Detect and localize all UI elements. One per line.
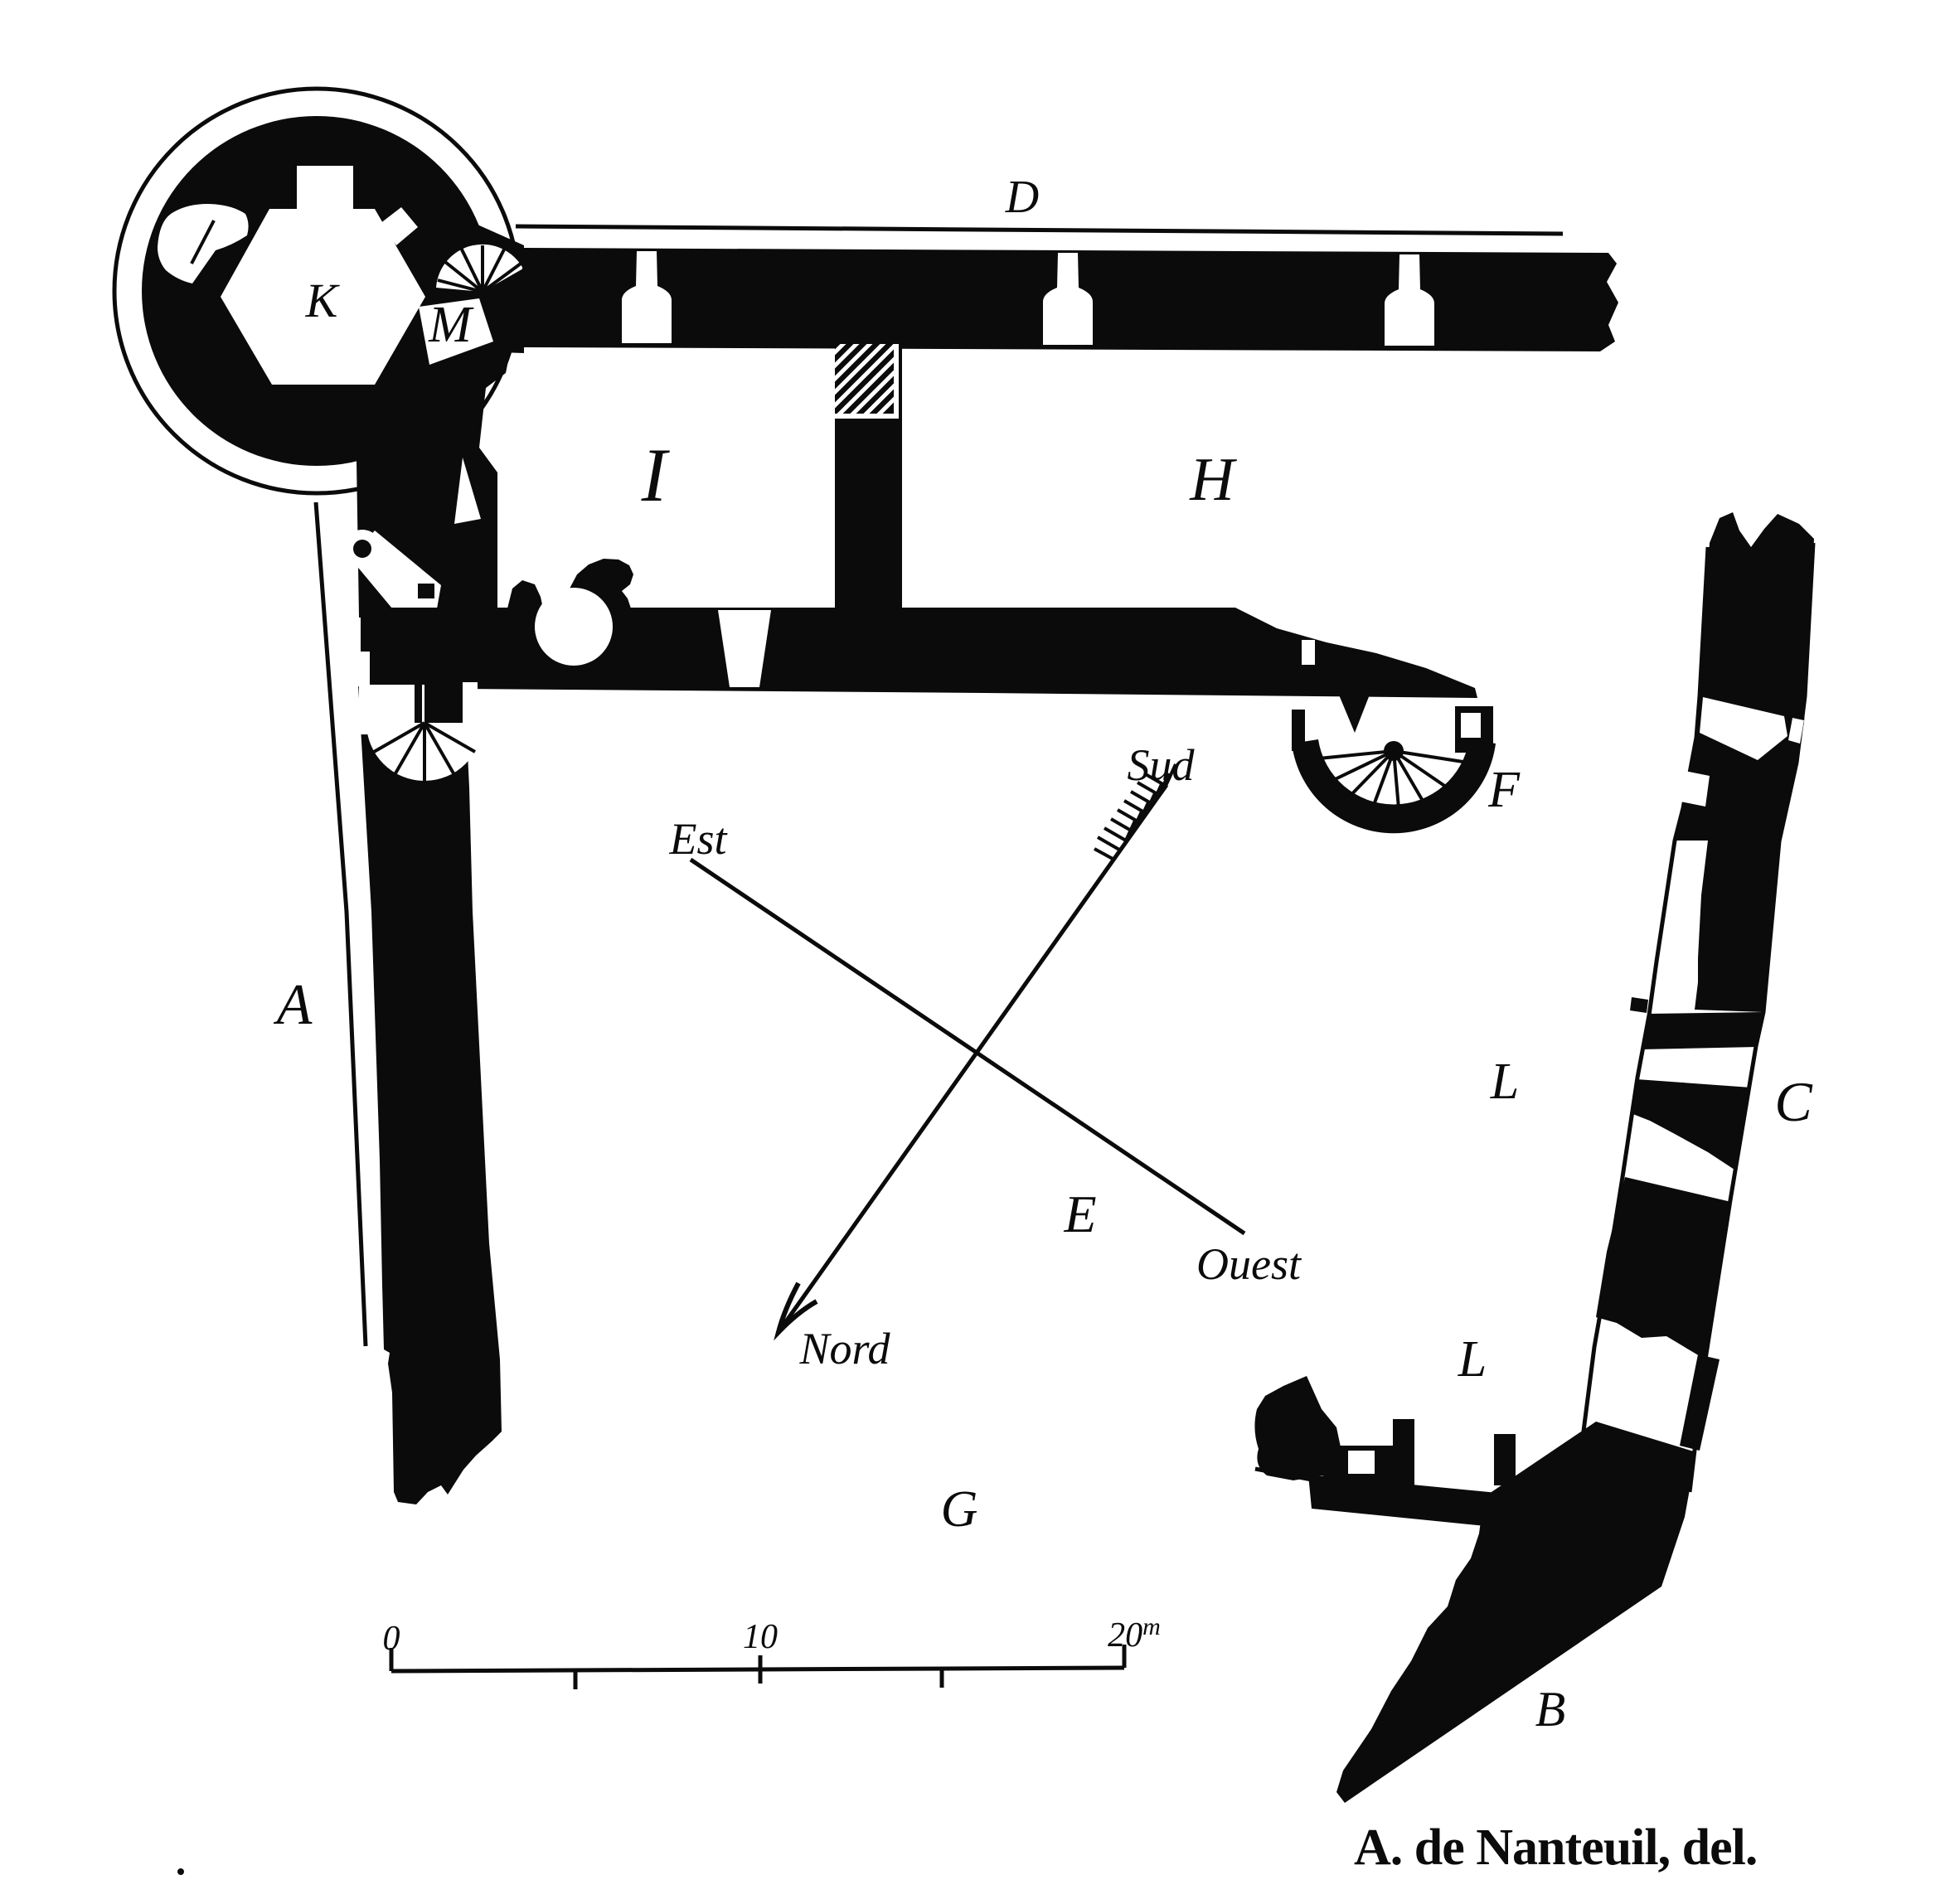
svg-text:G: G xyxy=(941,1481,978,1538)
svg-text:K: K xyxy=(305,274,341,327)
svg-text:Nord: Nord xyxy=(798,1324,890,1373)
svg-text:Ouest: Ouest xyxy=(1196,1239,1302,1289)
svg-text:H: H xyxy=(1189,446,1237,514)
svg-text:E: E xyxy=(1063,1185,1096,1243)
svg-text:M: M xyxy=(428,297,474,353)
svg-text:L: L xyxy=(1490,1054,1519,1110)
svg-text:L: L xyxy=(1458,1331,1487,1388)
svg-text:F: F xyxy=(1487,762,1521,818)
svg-text:C: C xyxy=(1774,1070,1812,1133)
svg-text:I: I xyxy=(641,433,671,517)
svg-text:Sud: Sud xyxy=(1128,740,1196,790)
svg-text:D: D xyxy=(1005,172,1039,223)
svg-text:Est: Est xyxy=(668,814,728,864)
svg-text:A. de Nanteuil, del.: A. de Nanteuil, del. xyxy=(1354,1819,1757,1876)
svg-text:A: A xyxy=(274,973,313,1037)
svg-text:10: 10 xyxy=(743,1618,778,1656)
svg-text:B: B xyxy=(1535,1682,1566,1737)
svg-text:0: 0 xyxy=(383,1620,400,1658)
